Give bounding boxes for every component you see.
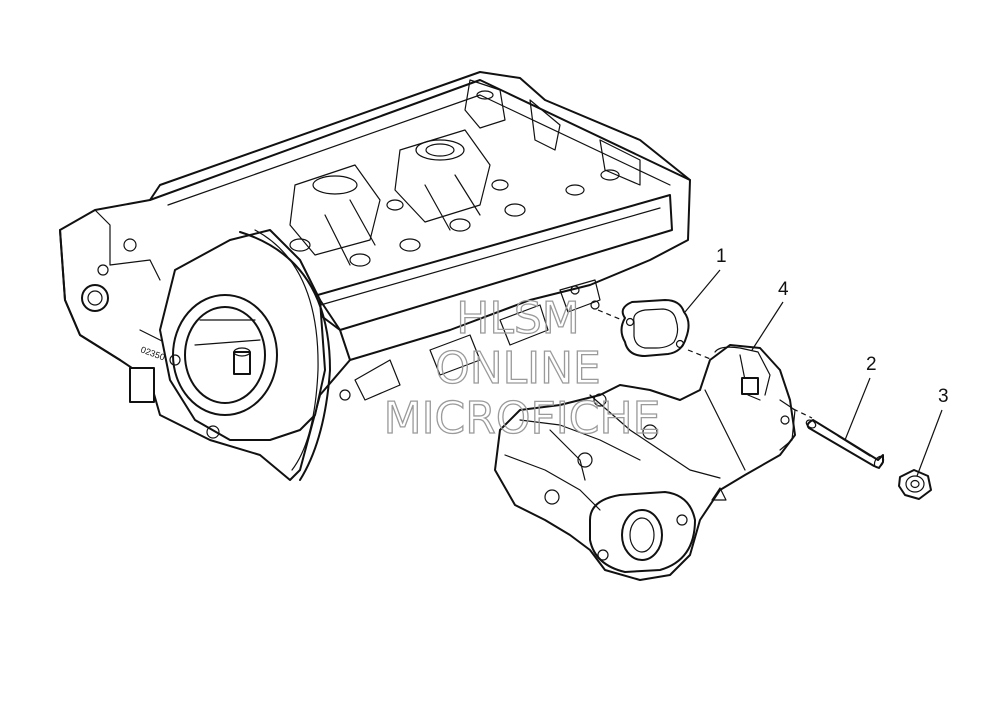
watermark-line-2: ONLINE	[435, 343, 601, 394]
callout-4-label: 4	[778, 279, 789, 300]
timing-housing	[159, 229, 331, 481]
callout-3: 3	[916, 386, 949, 477]
watermark-line-1: HLSM	[456, 293, 580, 344]
callout-2-label: 2	[866, 354, 877, 375]
exhaust-manifold	[494, 344, 796, 581]
callout-4: 4	[751, 279, 789, 351]
watermark: HLSM ONLINE MICROFICHE	[383, 292, 661, 444]
callout-1-label: 1	[716, 246, 727, 267]
callout-3-label: 3	[938, 386, 949, 407]
gasket	[620, 299, 690, 357]
watermark-line-3: MICROFICHE	[384, 393, 661, 444]
stud	[805, 419, 885, 469]
callout-1: 1	[684, 246, 727, 313]
callout-2: 2	[844, 354, 877, 441]
nut	[898, 469, 932, 500]
